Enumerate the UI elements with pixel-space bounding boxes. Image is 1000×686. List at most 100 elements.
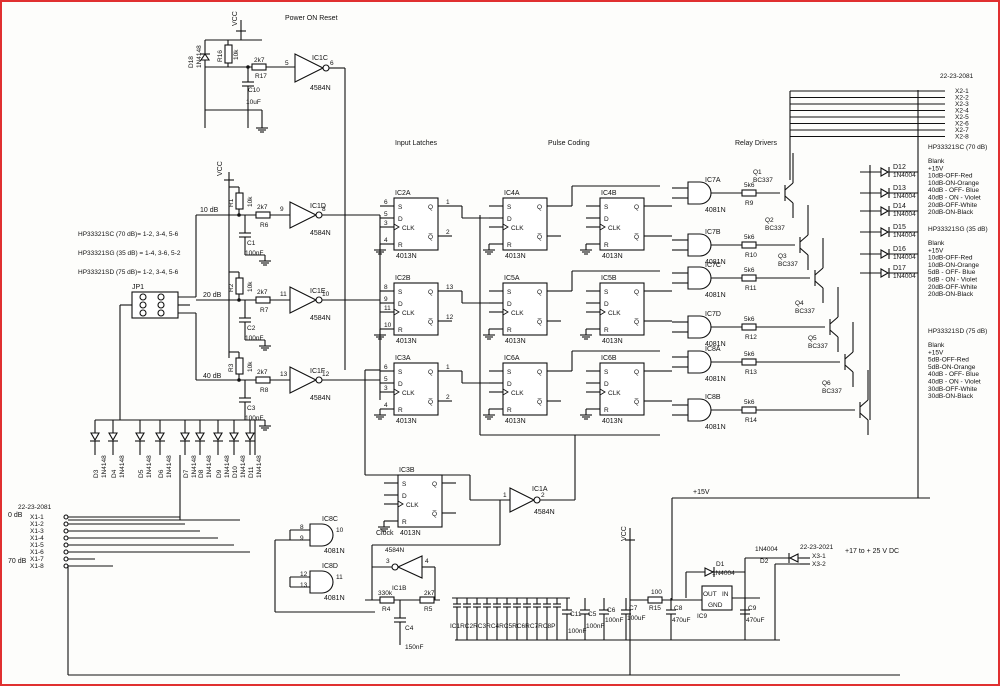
spare-gate-part: 4081N [324, 595, 345, 602]
inverter-part: 4584N [310, 230, 331, 237]
rc-c-value: 100nF [245, 335, 263, 342]
legend-title: HP33321SD (75 dB) [928, 328, 987, 335]
power-connector-name: 22-23-2021 [800, 544, 834, 551]
resistor-value: 5k6 [744, 267, 755, 274]
c10-value: 10uF [246, 99, 261, 106]
spare-gate-pin: 9 [300, 535, 304, 542]
resistor-ref: R13 [745, 369, 757, 376]
ff-pin-q: Q [537, 369, 542, 376]
cap-ref: C11 [570, 611, 582, 618]
diode-ref: D4 [111, 469, 118, 478]
spare-gate-pin: 8 [300, 524, 304, 531]
transistor-part: BC337 [808, 343, 828, 350]
latch-pin-number: 2 [446, 229, 450, 236]
resistor-ref: R9 [745, 200, 754, 207]
spare-gate-part: 4081N [324, 548, 345, 555]
cap-ref: C9 [748, 605, 757, 612]
left-connector-pin-8: X1-8 [30, 563, 44, 570]
ff-pin-r: R [507, 327, 512, 334]
ff-pin-qn: Q̅ [432, 510, 437, 518]
ff-pin-s: S [398, 289, 403, 296]
ic1c-ref: IC1C [312, 55, 328, 62]
connector-left: 22-23-2081 0 dB 70 dB X1-1X1-2X1-3X1-4X1… [8, 504, 250, 570]
legend-line: 10dB-OFF-Red [928, 255, 973, 262]
left-connector-pin-2: X1-2 [30, 521, 44, 528]
d2-value: 1N4004 [755, 546, 778, 553]
diode-ref: D17 [893, 265, 906, 272]
resistor-ref: R10 [745, 252, 757, 259]
transistor-ref: Q3 [778, 253, 787, 260]
rc-r-value: 10k [247, 196, 254, 207]
resistor-ref: R12 [745, 334, 757, 341]
rc-c-ref: C1 [247, 240, 256, 247]
diode-part: 1N4004 [893, 211, 916, 218]
spare-gate-pin: 12 [300, 571, 308, 578]
legend-line: 40dB - ON - Violet [928, 379, 981, 386]
ff-pin-d: D [507, 381, 512, 388]
legend-line: 5dB-ON-Orange [928, 364, 976, 371]
ic9-in-label: IN [722, 591, 729, 598]
ff-pin-r: R [507, 242, 512, 249]
transistor-ref: Q5 [808, 335, 817, 342]
diode-part: 1N4004 [893, 193, 916, 200]
ff-pin-r: R [507, 407, 512, 414]
ff-pin-qn: Q̅ [428, 318, 433, 326]
legend-line: 10dB-OFF-Red [928, 173, 973, 180]
resistor-value: 5k6 [744, 351, 755, 358]
and-gate-part: 4081N [705, 259, 726, 266]
jumper-pin [157, 309, 165, 317]
ff-pin-s: S [604, 289, 609, 296]
right-connector-pin-4: X2-4 [955, 108, 969, 115]
latch-pin-number: 13 [446, 284, 454, 291]
resistor-value: 5k6 [744, 182, 755, 189]
legend-line: +15V [928, 349, 944, 356]
latch-pin-number: 8 [384, 284, 388, 291]
ic1b-pin-in: 4 [425, 558, 429, 565]
ff-pin-clk: CLK [402, 310, 415, 317]
ff-pin-d: D [604, 381, 609, 388]
and-gate-part: 4081N [705, 207, 726, 214]
ff-pin-r: R [398, 327, 403, 334]
ff-ref: IC5A [504, 275, 520, 282]
rc-c-value: 100nF [245, 250, 263, 257]
spare-gate-ref: IC8C [322, 516, 338, 523]
ff-pin-s: S [604, 204, 609, 211]
diode-ref: D9 [216, 469, 223, 478]
ff-ref: IC3A [395, 355, 411, 362]
transistor-ref: Q6 [822, 380, 831, 387]
ff-part: 4013N [505, 418, 526, 425]
ff-pin-clk: CLK [511, 225, 524, 232]
ff-ref: IC3B [399, 467, 415, 474]
left-connector-pin-1: X1-1 [30, 514, 44, 521]
ff-pin-qn: Q̅ [428, 398, 433, 406]
and-gate [687, 181, 712, 205]
ff-ref: IC6A [504, 355, 520, 362]
legend-line: 5dB - OFF- Blue [928, 269, 976, 276]
and-gate-ref: IC7D [705, 311, 721, 318]
ff-pin-d: D [398, 216, 403, 223]
r15-value: 100 [651, 589, 662, 596]
ff-pin-r: R [398, 242, 403, 249]
cap-value: 470uF [746, 617, 764, 624]
connector-right: 22-23-2081 X2-1X2-2X2-3X2-4X2-5X2-6X2-7X… [789, 73, 974, 180]
ff-part: 4013N [396, 338, 417, 345]
ff-pin-q: Q [537, 289, 542, 296]
inverter-ref: IC1F [310, 368, 325, 375]
transistor-ref: Q2 [765, 217, 774, 224]
ff-pin-r: R [402, 519, 407, 526]
legend-line: 5dB-OFF-Red [928, 357, 969, 364]
transistor-part: BC337 [795, 308, 815, 315]
ff-part: 4013N [505, 253, 526, 260]
spare-gate-pin: 11 [336, 574, 343, 581]
